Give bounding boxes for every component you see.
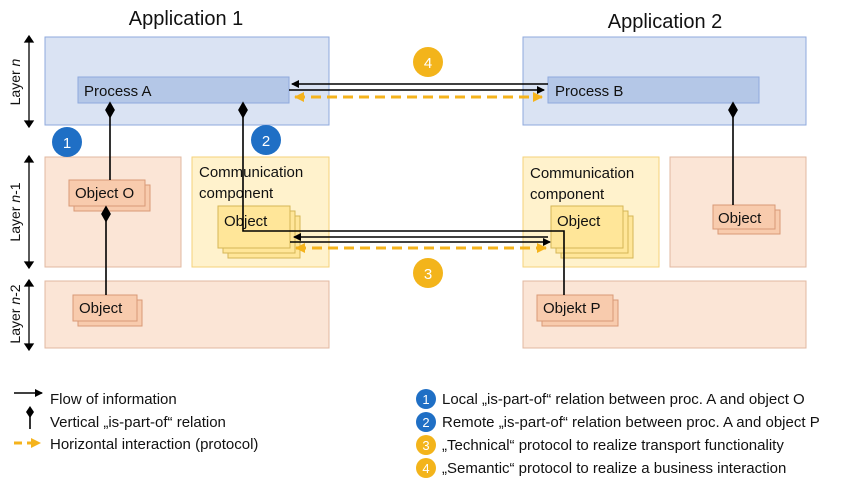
svg-text:Horizontal interaction (protoc: Horizontal interaction (protocol) xyxy=(50,436,258,453)
process-a-label: Process A xyxy=(84,83,152,100)
svg-text:1: 1 xyxy=(422,392,429,407)
relation-object-o-lower-object xyxy=(101,205,111,295)
app2-comm-label-line2: component xyxy=(530,186,605,203)
svg-text:„Technical“ protocol to realiz: „Technical“ protocol to realize transpor… xyxy=(442,437,784,454)
svg-text:Vertical „is-part-of“ relation: Vertical „is-part-of“ relation xyxy=(50,414,226,431)
legend-vertical-relation: Vertical „is-part-of“ relation xyxy=(26,406,226,431)
process-b-label: Process B xyxy=(555,83,623,100)
svg-text:Local „is-part-of“ relation be: Local „is-part-of“ relation between proc… xyxy=(442,391,805,408)
badge-4: 4 xyxy=(413,47,443,77)
badge-2: 2 xyxy=(251,125,281,155)
svg-text:4: 4 xyxy=(422,461,429,476)
process-a-box xyxy=(77,76,290,104)
app2-comm-label-line1: Communication xyxy=(530,165,634,182)
process-b-box xyxy=(547,76,760,104)
information-flow-layer-n1 xyxy=(290,233,551,246)
app2-title: Application 2 xyxy=(608,11,723,33)
svg-text:3: 3 xyxy=(424,266,432,283)
relation-process-a-object-o xyxy=(105,101,115,180)
badge-3: 3 xyxy=(413,258,443,288)
badge-1: 1 xyxy=(52,127,82,157)
app1-comm-object-label: Object xyxy=(224,213,268,230)
app1-layer-n1-object-box xyxy=(44,156,182,268)
svg-text:Remote „is-part-of“ relation b: Remote „is-part-of“ relation between pro… xyxy=(442,414,820,431)
app2-right-object-label: Object xyxy=(718,210,762,227)
svg-text:2: 2 xyxy=(262,133,270,150)
layer-bracket-n1 xyxy=(23,154,35,270)
svg-text:1: 1 xyxy=(63,135,71,152)
legend-item-1: 1 Local „is-part-of“ relation between pr… xyxy=(416,389,805,409)
legend-flow-of-information: Flow of information xyxy=(14,389,177,408)
layer-bracket-n2 xyxy=(23,278,35,352)
svg-text:Flow of information: Flow of information xyxy=(50,391,177,408)
app1-lower-object-label: Object xyxy=(79,300,123,317)
app1-comm-label-line2: component xyxy=(199,185,274,202)
relation-process-b-right-object xyxy=(728,101,738,205)
svg-text:„Semantic“ protocol to realize: „Semantic“ protocol to realize a busines… xyxy=(442,460,786,477)
app1-lower-object-stack: Object xyxy=(72,294,143,327)
layer-bracket-n xyxy=(23,34,35,129)
layer-n2-label: Layer n-2 xyxy=(7,284,23,343)
information-flow-layer-n xyxy=(289,80,548,94)
layer-n1-label: Layer n-1 xyxy=(7,182,23,241)
svg-text:2: 2 xyxy=(422,415,429,430)
app1-title: Application 1 xyxy=(129,8,244,30)
layer-n-label: Layer n xyxy=(7,58,23,105)
svg-text:4: 4 xyxy=(424,55,432,72)
object-o-stack: Object O xyxy=(68,179,151,212)
object-p-label: Objekt P xyxy=(543,300,601,317)
app2-comm-object-label: Object xyxy=(557,213,601,230)
legend-item-4: 4 „Semantic“ protocol to realize a busin… xyxy=(416,458,786,478)
app1-comm-label-line1: Communication xyxy=(199,164,303,181)
svg-text:3: 3 xyxy=(422,438,429,453)
legend-horizontal-interaction: Horizontal interaction (protocol) xyxy=(14,436,258,453)
app1-comm-object-stack: Object xyxy=(217,205,301,259)
relation-process-a-object-p xyxy=(238,101,565,295)
app2-right-object-stack: Object xyxy=(712,204,781,235)
legend-item-2: 2 Remote „is-part-of“ relation between p… xyxy=(416,412,820,432)
object-p-stack: Objekt P xyxy=(536,294,619,327)
app2-comm-object-stack: Object xyxy=(550,205,634,259)
legend-item-3: 3 „Technical“ protocol to realize transp… xyxy=(416,435,784,455)
object-o-label: Object O xyxy=(75,185,134,202)
